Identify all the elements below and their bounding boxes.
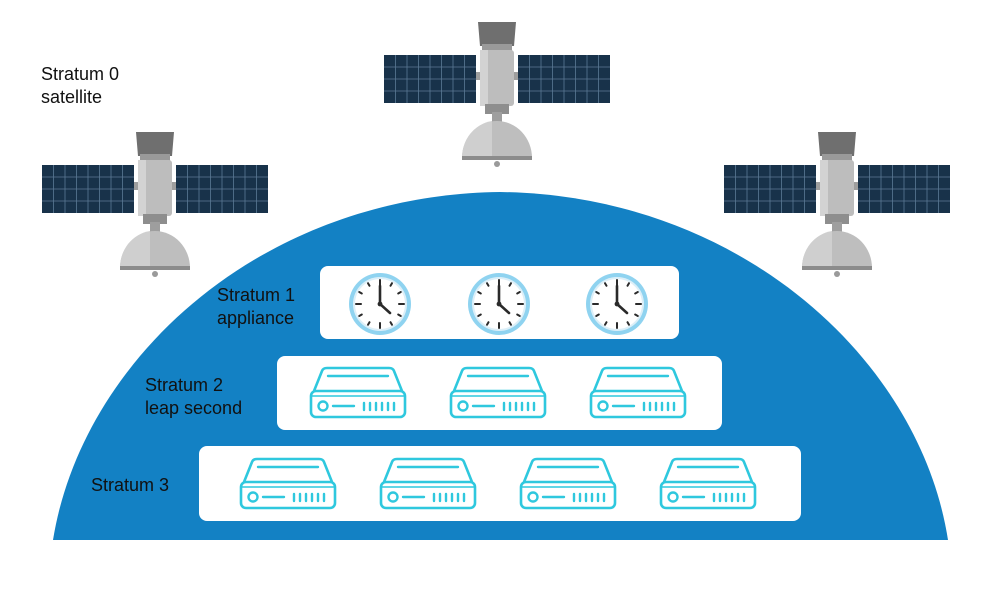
satellite-icon: [42, 132, 268, 277]
stratum-0-label-line2: satellite: [41, 87, 103, 107]
stratum-2-label: Stratum 2 leap second: [145, 374, 242, 420]
stratum-0-label: Stratum 0 satellite: [41, 63, 119, 109]
clock-icon: [586, 273, 648, 335]
server-icon: [449, 366, 547, 419]
stratum-1-label-line2: appliance: [217, 308, 295, 328]
stratum-2-label-line2: leap second: [145, 398, 243, 418]
clock-icon: [349, 273, 411, 335]
satellite-icon: [724, 132, 950, 277]
server-icon: [309, 366, 407, 419]
stratum-0-label-line1: Stratum 0: [41, 64, 120, 84]
server-icon: [239, 457, 337, 510]
server-icon: [589, 366, 687, 419]
satellite-icon: [384, 22, 610, 167]
stratum-3-label-line1: Stratum 3: [91, 475, 170, 495]
stratum-1-label: Stratum 1 appliance: [217, 284, 295, 330]
clock-icon: [468, 273, 530, 335]
server-icon: [379, 457, 477, 510]
stratum-3-label: Stratum 3: [91, 474, 169, 497]
server-icon: [659, 457, 757, 510]
stratum-1-label-line1: Stratum 1: [217, 285, 296, 305]
server-icon: [519, 457, 617, 510]
stratum-2-label-line1: Stratum 2: [145, 375, 224, 395]
